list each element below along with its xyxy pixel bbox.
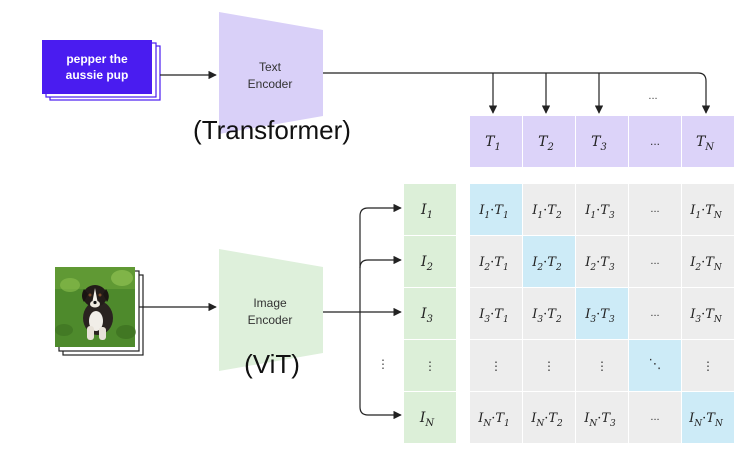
matrix-product-label: I1·TN [689,203,723,221]
matrix-cell-diagonal [682,392,734,443]
text-input-stack: pepper the aussie pup [42,40,161,101]
matrix-product-label: I1·T2 [531,203,562,221]
text-encoder-line1: Text [259,60,282,74]
text-feature-arrows: ... [323,72,711,114]
text-feature-cell [682,116,734,167]
matrix-cell [470,288,522,339]
text-bus-arrow-n [323,72,711,114]
text-input-line1: pepper the [66,52,128,66]
text-feature-label: T3 [591,134,607,153]
image-feature-arrows: ⋮ [323,203,402,420]
image-feature-label: IN [419,410,436,429]
text-feature-cell [523,116,575,167]
matrix-cell [576,184,628,235]
puppy-photo [55,267,136,347]
matrix-cell [682,184,734,235]
matrix-vdots: ⋮ [702,359,714,373]
matrix-cell [523,392,575,443]
matrix-cell [523,184,575,235]
matrix-hdots: ... [650,307,659,319]
text-input-card [42,40,152,94]
matrix-cell [629,184,681,235]
matrix-hdots: ... [650,255,659,267]
matrix-product-label: I2·T2 [531,255,562,273]
text-feature-label: T1 [485,134,501,153]
matrix-product-label: I3·T2 [531,307,562,325]
text-encoder-line2: Encoder [248,77,293,91]
image-feature-cell [404,340,456,391]
matrix-product-label: I3·TN [689,307,723,325]
image-branch-arrow-1 [359,203,402,312]
image-feature-cell [404,392,456,443]
text-feature-label: T2 [538,134,554,153]
matrix-product-label: I1·T1 [478,203,508,221]
matrix-cell-diagonal [576,288,628,339]
image-encoder-line2: Encoder [248,313,293,327]
matrix-hdots: ... [650,203,659,215]
matrix-product-label: I2·TN [689,255,723,273]
matrix-cell [576,392,628,443]
image-branch-dots: ⋮ [377,357,389,371]
matrix-diag-dots: ⋱ [649,356,662,371]
matrix-cell [629,288,681,339]
image-feature-label: I2 [420,254,433,273]
matrix-cell [470,340,522,391]
image-feature-dots: ⋮ [424,359,436,373]
text-input-line2: aussie pup [66,68,129,82]
text-encoder-shape [219,12,323,134]
matrix-product-label: I3·T3 [584,307,615,325]
matrix-product-label: I2·T3 [584,255,615,273]
matrix-cell [629,392,681,443]
matrix-cell [523,340,575,391]
matrix-product-label: IN·T3 [583,411,616,429]
similarity-matrix: I1·T1 I1·T2 I1·T3... I1·TN I2·T1 I2·T2 I2·T3..… [470,184,734,443]
matrix-cell [682,340,734,391]
text-feature-cell [470,116,522,167]
matrix-cell [629,236,681,287]
matrix-cell [682,288,734,339]
matrix-product-label: I2·T1 [478,255,508,273]
matrix-cell [576,236,628,287]
matrix-cell-diagonal [523,236,575,287]
image-encoder: Image Encoder [219,249,323,371]
image-feature-cell [404,184,456,235]
matrix-product-label: IN·T2 [530,411,563,429]
matrix-cell [576,340,628,391]
matrix-vdots: ⋮ [490,359,502,373]
text-feature-cell [629,116,681,167]
image-feature-cell [404,288,456,339]
image-feature-label: I1 [420,202,433,221]
matrix-product-label: IN·TN [688,411,724,429]
text-encoder: Text Encoder [219,12,323,134]
matrix-product-label: I3·T1 [478,307,508,325]
image-branch-arrow-n [359,312,402,420]
image-encoder-line1: Image [253,296,287,310]
text-feature-row: T1 T2 T3... TN [470,116,734,167]
image-encoder-shape [219,249,323,371]
matrix-hdots: ... [650,411,659,423]
text-encoder-caption: (Transformer) [193,115,351,145]
image-feature-cell [404,236,456,287]
text-feature-dots: ... [650,134,660,148]
matrix-vdots: ⋮ [543,359,555,373]
matrix-cell-diagonal [470,184,522,235]
image-encoder-caption: (ViT) [244,349,300,379]
text-feature-label: TN [696,134,715,153]
matrix-cell [470,236,522,287]
matrix-cell [682,236,734,287]
text-feature-cell [576,116,628,167]
matrix-product-label: IN·T1 [477,411,510,429]
image-feature-label: I3 [420,306,433,325]
text-bus-dots: ... [648,90,657,102]
image-input-stack [55,267,144,356]
matrix-cell-diagonal [629,340,681,391]
image-branch-arrow-2 [359,255,402,269]
matrix-vdots: ⋮ [596,359,608,373]
matrix-cell [523,288,575,339]
matrix-product-label: I1·T3 [584,203,615,221]
matrix-cell [470,392,522,443]
